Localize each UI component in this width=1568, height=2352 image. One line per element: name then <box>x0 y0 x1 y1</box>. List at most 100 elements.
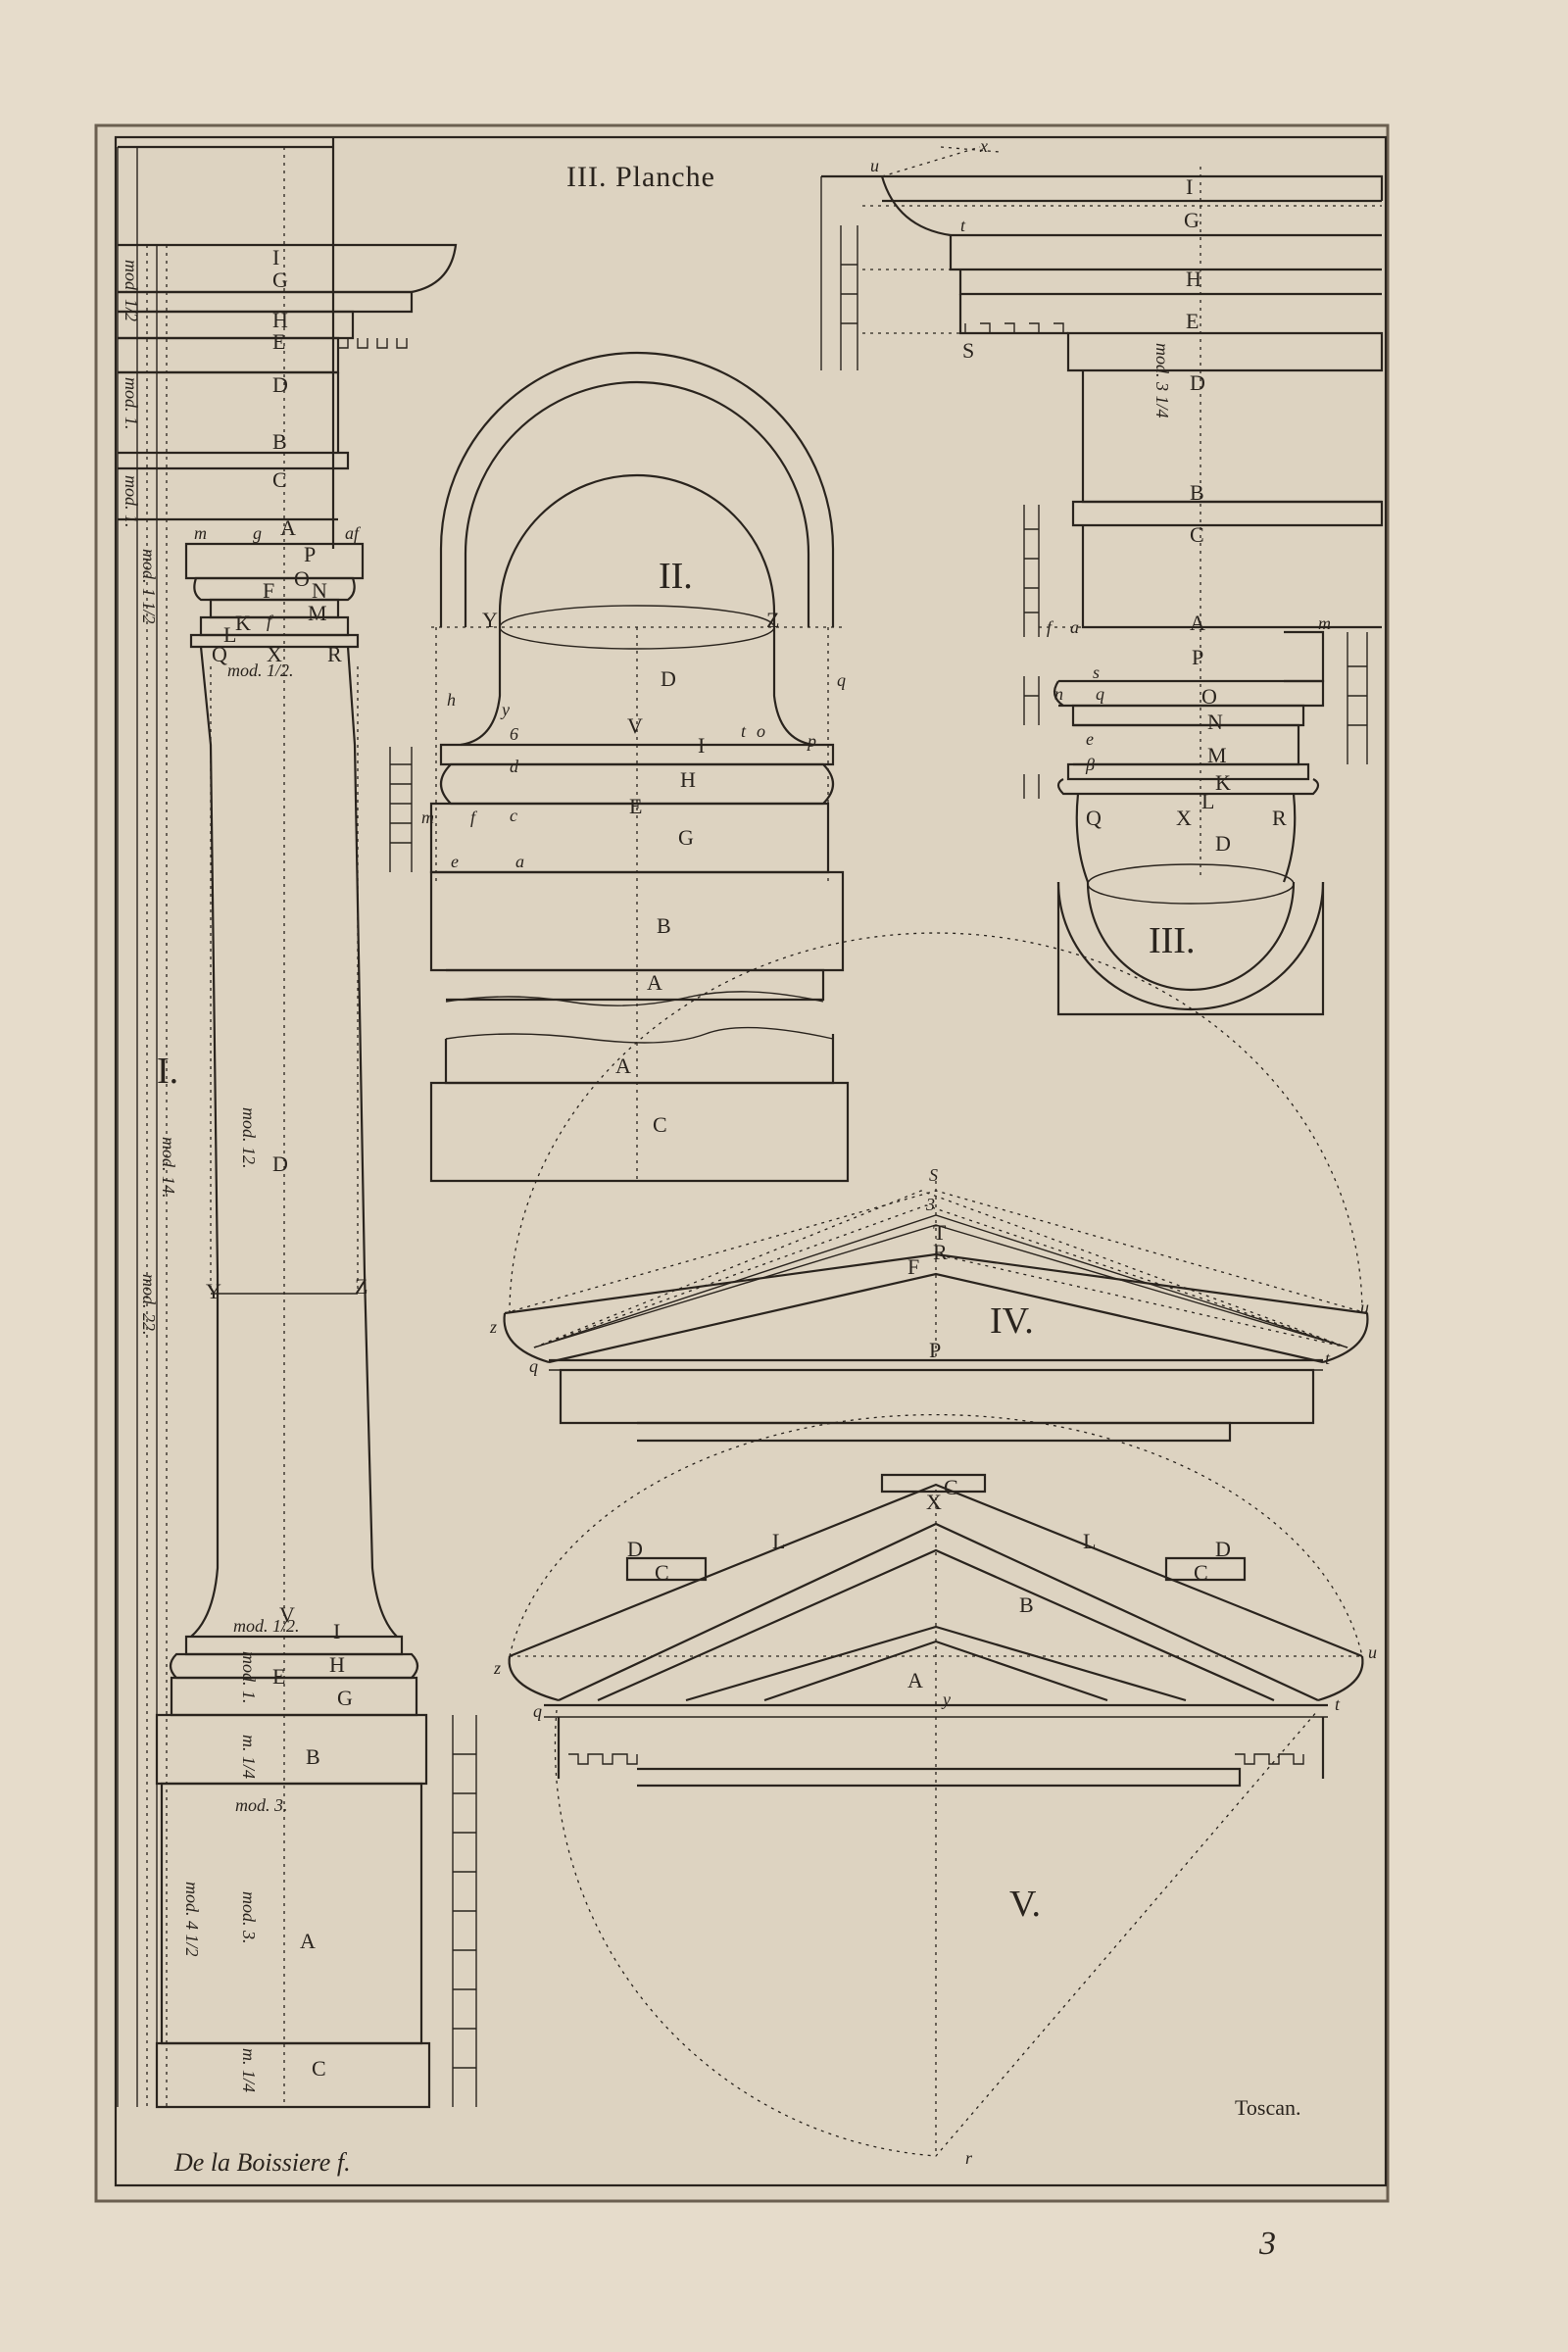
fig2-letter: Z <box>766 608 779 632</box>
fig4-letter: F <box>907 1254 919 1279</box>
fig3-letter: β <box>1085 755 1095 774</box>
fig1-letter: V <box>279 1602 295 1627</box>
fig3-letter: A <box>1190 611 1205 635</box>
fig1-dim: mod. 1/2. <box>233 1616 300 1636</box>
fig1-letter: D <box>272 372 288 397</box>
fig3-letter: n <box>1054 684 1063 704</box>
fig1-letter: G <box>272 268 288 292</box>
fig1-numeral: I. <box>157 1051 178 1092</box>
fig2-letter: 6 <box>510 724 518 744</box>
fig2-letter: C <box>653 1112 667 1137</box>
fig1-dim: mod. 1. <box>122 475 141 528</box>
fig1-letter: Y <box>206 1279 221 1303</box>
fig2-letter: A <box>615 1054 631 1078</box>
fig1-dim: mod. 1/2. <box>227 661 294 680</box>
engraver-signature: De la Boissiere f. <box>173 2148 351 2177</box>
fig1-letter: I <box>272 245 279 270</box>
fig3-letter: G <box>1184 208 1200 232</box>
fig1-letter: E <box>272 329 285 354</box>
fig3-dim: mod. 3 1/4 <box>1152 343 1172 418</box>
fig1-letter: O <box>294 566 310 591</box>
fig3-letter: D <box>1190 370 1205 395</box>
fig1-letter: f <box>267 612 274 631</box>
fig2-letter: a <box>515 852 524 871</box>
fig1-letter: I <box>333 1619 340 1643</box>
fig1-dim: mod. 22. <box>139 1274 159 1336</box>
fig3-letter: H <box>1186 267 1201 291</box>
fig3-letter: u <box>870 156 879 175</box>
fig2-letter: G <box>678 825 694 850</box>
fig3-letter: s <box>1093 662 1100 682</box>
fig1-letter: g <box>253 523 262 543</box>
fig2-numeral: II. <box>659 556 693 597</box>
figure-1-column: I. I G H E D B C m g A af P O N F M L K … <box>117 137 477 2109</box>
fig1-letter: K <box>235 611 251 635</box>
fig1-dim: mod. 1. <box>122 377 141 430</box>
fig4-letter: t <box>1325 1348 1331 1368</box>
fig5-letter: X <box>926 1490 942 1514</box>
fig1-letter: L <box>223 622 236 647</box>
fig5-letter: t <box>1335 1694 1341 1714</box>
fig1-dim: mod. 3. <box>235 1795 288 1815</box>
fig2-letter: B <box>657 913 671 938</box>
fig3-letter: X <box>1176 806 1192 830</box>
fig2-letter: y <box>500 700 510 719</box>
fig3-letter: M <box>1207 743 1227 767</box>
fig5-letter: q <box>533 1701 542 1721</box>
fig1-letter: H <box>272 308 288 332</box>
fig3-letter: E <box>1186 309 1199 333</box>
fig1-letter: A <box>280 515 296 540</box>
fig3-letter: t <box>960 216 966 235</box>
fig4-letter: 3 <box>925 1195 935 1214</box>
fig2-letter: c <box>510 806 517 825</box>
fig3-letter: e <box>1086 729 1094 749</box>
figure-5-pediment: V. C X D L L D C C B z u A y q t r <box>493 1413 1377 2168</box>
fig5-letter: y <box>941 1690 951 1709</box>
fig2-letter: d <box>510 757 519 776</box>
plate-impression <box>94 123 1390 2203</box>
fig2-letter: E <box>629 794 642 818</box>
fig4-letter: P <box>929 1338 941 1362</box>
fig1-letter: F <box>263 578 274 603</box>
fig2-letter: o <box>757 721 765 741</box>
fig3-letter: x <box>979 136 988 156</box>
fig3-letter: f <box>1047 617 1054 637</box>
fig4-letter: R <box>933 1240 948 1264</box>
fig5-letter: r <box>965 2148 973 2168</box>
fig5-letter: A <box>907 1668 923 1692</box>
figure-2-arch: II. Y Z D h y q V I t o 6 p d H m f c E … <box>389 351 850 1183</box>
fig2-letter: e <box>451 852 459 871</box>
fig4-numeral: IV. <box>990 1300 1034 1342</box>
fig1-dim: m. 1/4 <box>239 1735 259 1779</box>
fig4-letter: u <box>1360 1298 1369 1317</box>
corner-mark: 3 <box>1258 2226 1276 2262</box>
fig5-letter: C <box>944 1475 958 1499</box>
fig5-letter: D <box>1215 1537 1231 1561</box>
fig3-numeral: III. <box>1149 920 1195 961</box>
fig3-letter: N <box>1207 710 1223 734</box>
fig1-dim: mod. 3. <box>239 1891 259 1944</box>
fig2-letter: H <box>680 767 696 792</box>
fig5-letter: D <box>627 1537 643 1561</box>
fig1-letter: M <box>308 601 327 625</box>
fig1-letter: m <box>194 523 207 543</box>
fig3-letter: L <box>1201 789 1214 813</box>
fig2-letter: t <box>741 721 747 741</box>
fig1-letter: Z <box>355 1274 368 1298</box>
fig5-letter: L <box>772 1529 785 1553</box>
fig2-letter: p <box>806 731 816 751</box>
fig3-letter: S <box>962 338 974 363</box>
fig3-letter: D <box>1215 831 1231 856</box>
fig5-letter: C <box>1194 1560 1208 1585</box>
figure-3-profile: III. u x t I G H E S D B C f a A m P n s… <box>820 136 1384 1016</box>
fig3-letter: R <box>1272 806 1287 830</box>
fig3-letter: Q <box>1086 806 1102 830</box>
fig2-letter: f <box>470 808 478 827</box>
fig2-letter: h <box>447 690 456 710</box>
fig3-letter: P <box>1192 645 1203 669</box>
fig1-dim: mod. 12. <box>239 1107 259 1169</box>
fig2-letter: V <box>627 713 643 738</box>
fig1-letter: Q <box>212 642 227 666</box>
fig1-dim: mod. 1/2 <box>122 260 141 321</box>
fig1-letter: C <box>272 467 287 492</box>
